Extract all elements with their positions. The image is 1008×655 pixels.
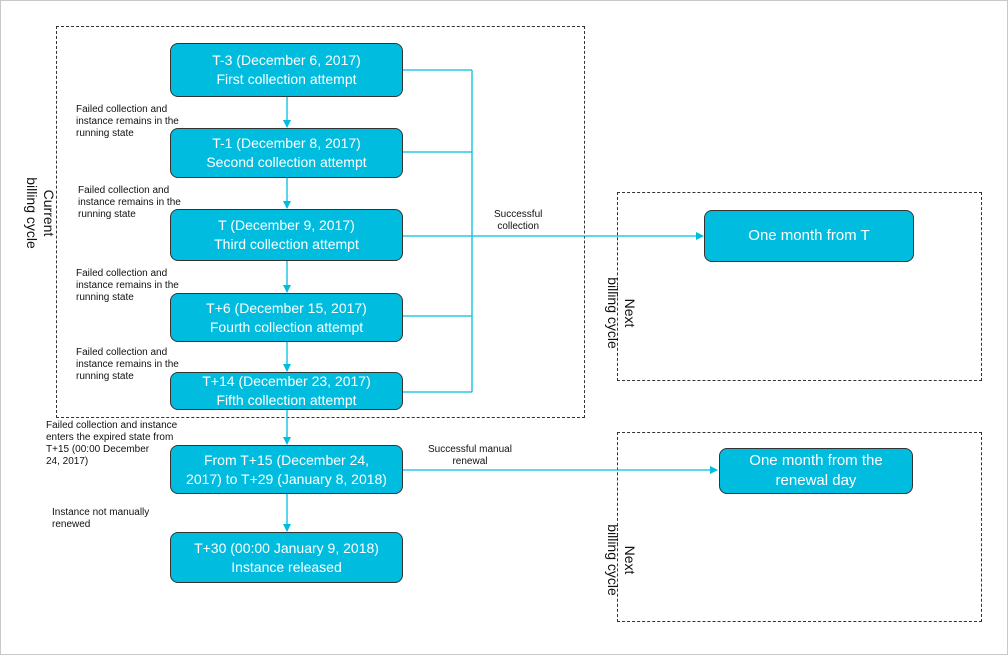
note-successful-renewal-line2: renewal — [452, 456, 488, 467]
step-4-line1: T+6 (December 15, 2017) — [206, 299, 367, 316]
current-billing-cycle-label: Current billing cycle — [23, 163, 57, 263]
next2-label-line1: Next — [622, 545, 638, 575]
step-box-7: T+30 (00:00 January 9, 2018) Instance re… — [170, 532, 403, 583]
next1-label-line2: billing cycle — [605, 277, 621, 349]
step-3-line2: Third collection attempt — [214, 236, 359, 252]
note-failed-4-line1: Failed collection and — [76, 347, 168, 358]
step-6-line1: From T+15 (December 24, — [203, 451, 370, 468]
outcome-renewal-line1: One month from the — [749, 452, 883, 469]
outcome-month-from-t-text: One month from T — [748, 227, 870, 244]
note-expired-line4: 24, 2017) — [46, 456, 89, 467]
step-box-2: T-1 (December 8, 2017) Second collection… — [170, 128, 403, 178]
note-failed-1-line3: running state — [76, 128, 134, 139]
note-failed-4: Failed collection and instance remains i… — [76, 347, 179, 383]
note-not-renewed-line2: renewed — [52, 519, 91, 530]
note-expired-line1: Failed collection and instance — [46, 420, 178, 431]
step-box-1: T-3 (December 6, 2017) First collection … — [170, 43, 403, 97]
note-expired-line3: T+15 (00:00 December — [46, 444, 150, 455]
note-not-renewed: Instance not manually renewed — [52, 507, 149, 531]
step-box-4: T+6 (December 15, 2017) Fourth collectio… — [170, 293, 403, 342]
current-billing-cycle-region — [56, 26, 585, 418]
outcome-month-from-t: One month from T — [704, 210, 914, 262]
step-box-6: From T+15 (December 24, 2017) to T+29 (J… — [170, 445, 403, 494]
current-label-line1: Current — [41, 189, 57, 237]
note-expired-line2: enters the expired state from — [46, 432, 174, 443]
step-4-line2: Fourth collection attempt — [209, 318, 364, 335]
note-failed-4-line2: instance remains in the — [76, 359, 179, 370]
note-expired: Failed collection and instance enters th… — [46, 420, 177, 468]
note-successful-collection-line1: Successful — [494, 209, 543, 220]
step-1-line2: First collection attempt — [216, 71, 357, 87]
note-failed-3-line1: Failed collection and — [76, 268, 168, 279]
outcome-month-from-renewal: One month from the renewal day — [719, 448, 913, 494]
note-failed-3-line3: running state — [76, 292, 134, 303]
note-successful-renewal-line1: Successful manual — [428, 444, 512, 455]
step-2-line2: Second collection attempt — [206, 154, 367, 170]
step-box-3: T (December 9, 2017) Third collection at… — [170, 209, 403, 261]
note-failed-2-line3: running state — [78, 209, 136, 220]
note-successful-collection-line2: collection — [497, 221, 540, 232]
note-failed-4-line3: running state — [76, 371, 134, 382]
next1-label-line1: Next — [622, 298, 638, 328]
step-7-line2: Instance released — [231, 558, 342, 575]
note-failed-1-line1: Failed collection and — [76, 104, 168, 115]
step-2-line1: T-1 (December 8, 2017) — [212, 135, 361, 151]
current-label-line2: billing cycle — [24, 177, 40, 249]
step-6-line2: 2017) to T+29 (January 8, 2018) — [186, 470, 387, 487]
next-billing-cycle-label-1: Next billing cycle — [604, 263, 638, 363]
note-failed-2-line2: instance remains in the — [78, 197, 181, 208]
note-failed-3-line2: instance remains in the — [76, 280, 179, 291]
step-5-line1: T+14 (December 23, 2017) — [202, 373, 371, 389]
note-failed-3: Failed collection and instance remains i… — [76, 268, 179, 304]
next-billing-cycle-label-2: Next billing cycle — [604, 510, 638, 610]
step-5-line2: Fifth collection attempt — [216, 392, 357, 408]
note-successful-collection: Successful collection — [494, 209, 542, 233]
step-7-line1: T+30 (00:00 January 9, 2018) — [194, 539, 379, 556]
note-not-renewed-line1: Instance not manually — [52, 507, 150, 518]
note-successful-renewal: Successful manual renewal — [428, 444, 512, 468]
note-failed-2-line1: Failed collection and — [78, 185, 170, 196]
note-failed-2: Failed collection and instance remains i… — [78, 185, 181, 221]
next-billing-cycle-region-1 — [617, 192, 982, 381]
step-box-5: T+14 (December 23, 2017) Fifth collectio… — [170, 372, 403, 410]
outcome-renewal-line2: renewal day — [775, 472, 857, 489]
note-failed-1-line2: instance remains in the — [76, 116, 179, 127]
note-failed-1: Failed collection and instance remains i… — [76, 104, 179, 140]
step-1-line1: T-3 (December 6, 2017) — [212, 52, 361, 68]
next-billing-cycle-region-2 — [617, 432, 982, 622]
step-3-line1: T (December 9, 2017) — [218, 217, 355, 233]
next2-label-line2: billing cycle — [605, 524, 621, 596]
